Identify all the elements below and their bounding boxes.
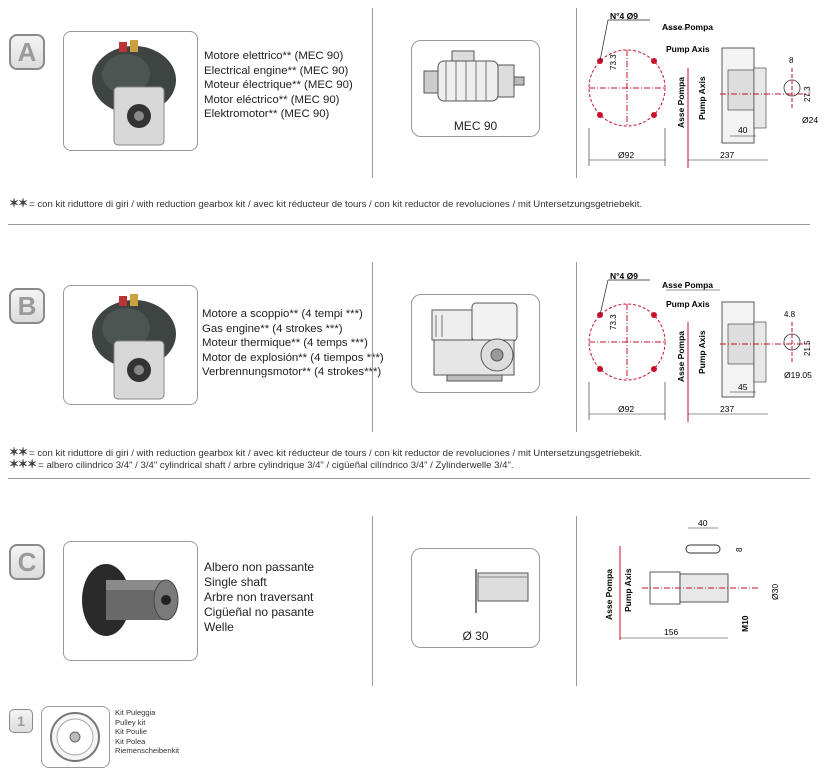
asse-pompa-vertical: Asse Pompa [676, 77, 686, 128]
dim-40: 40 [738, 125, 748, 135]
kit-badge: 1 [9, 709, 33, 733]
section-a-icon-label: MEC 90 [453, 119, 498, 133]
separator [8, 478, 810, 479]
dim-156: 156 [664, 627, 678, 637]
section-c-photo [63, 541, 198, 661]
section-b-photo [63, 285, 198, 405]
desc-line: Motor de explosión** (4 tiempos ***) [202, 351, 384, 364]
desc-line: Motor eléctrico** (MEC 90) [204, 93, 340, 106]
section-c-description: Albero non passante Single shaft Arbre n… [204, 560, 314, 635]
dim-40: 40 [698, 518, 708, 528]
stars-icon: ✶✶✶ [9, 457, 37, 471]
section-a-drawing: N°4 Ø9 73.3 Ø92 Asse Pompa Pump Axis Ass… [588, 11, 818, 168]
shaft-image [82, 564, 179, 636]
gearbox-image [92, 294, 176, 400]
kit-line: Kit Poulie [115, 727, 148, 737]
desc-line: Arbre non traversant [204, 590, 314, 604]
section-c-badge: C [9, 544, 45, 580]
section-a-letter: A [17, 36, 37, 67]
desc-line: Gas engine** (4 strokes ***) [202, 322, 343, 335]
divider [576, 262, 577, 432]
section-b-description: Motore a scoppio** (4 tempi ***) Gas eng… [202, 307, 384, 380]
pump-axis-vertical: Pump Axis [697, 330, 707, 374]
shaft-icon [475, 569, 529, 613]
divider [372, 8, 373, 178]
stars-icon: ✶✶ [9, 445, 28, 459]
divider [576, 8, 577, 178]
desc-line: Moteur électrique** (MEC 90) [204, 79, 353, 91]
gas-engine-icon [431, 302, 518, 382]
section-a-description: Motore elettrico** (MEC 90) Electrical e… [204, 49, 353, 122]
section-b-icon-box [411, 294, 540, 393]
dim-21-5: 21.5 [803, 340, 812, 356]
kit-line: Kit Puleggia [115, 708, 156, 717]
note-b-text: = con kit riduttore di giri / with reduc… [29, 448, 643, 459]
section-c-icon-box: Ø 30 [411, 548, 540, 648]
dim-73: 73.3 [609, 54, 618, 70]
kit-photo [41, 706, 110, 768]
section-b-drawing: N°4 Ø9 73.3 Ø92 Asse Pompa Pump Axis Ass… [588, 271, 812, 422]
divider [372, 262, 373, 432]
desc-line: Electrical engine** (MEC 90) [204, 64, 349, 77]
note-a: ✶✶= con kit riduttore di giri / with red… [9, 196, 642, 210]
asse-pompa-label: Asse Pompa [662, 280, 713, 290]
electric-motor-icon [423, 50, 525, 102]
desc-line: Verbrennungsmotor** (4 strokes***) [202, 366, 382, 378]
dim-24: Ø24 [802, 115, 818, 125]
pump-axis-vertical: Pump Axis [623, 568, 633, 612]
section-c-letter: C [17, 546, 37, 577]
section-c-drawing: 40 8 Asse Pompa Pump Axis Ø30 M10 156 [604, 518, 780, 640]
stars-icon: ✶✶ [9, 196, 28, 210]
section-b-badge: B [9, 288, 45, 324]
kit-line: Pulley kit [115, 717, 146, 727]
holes-label: N°4 Ø9 [610, 11, 638, 21]
pump-axis-label: Pump Axis [666, 299, 710, 309]
dim-4-8: 4.8 [784, 310, 796, 319]
section-b-letter: B [17, 290, 37, 321]
desc-line: Elektromotor** (MEC 90) [204, 108, 330, 120]
dim-30: Ø30 [770, 584, 780, 600]
separator [8, 224, 810, 225]
dim-237: 237 [720, 150, 734, 160]
note-b: ✶✶= con kit riduttore di giri / with red… [9, 445, 642, 459]
dim-m10: M10 [740, 615, 750, 632]
divider [372, 516, 373, 686]
dim-19-05: Ø19.05 [784, 370, 812, 380]
kit-line: Kit Polea [115, 736, 146, 746]
dim-8: 8 [789, 56, 794, 65]
pump-axis-label: Pump Axis [666, 44, 710, 54]
gearbox-image [92, 40, 176, 146]
holes-label: N°4 Ø9 [610, 271, 638, 281]
pulley-image [50, 712, 100, 762]
asse-pompa-vertical: Asse Pompa [676, 331, 686, 382]
kit-number: 1 [17, 713, 25, 729]
desc-line: Motore elettrico** (MEC 90) [204, 50, 344, 62]
dim-92: Ø92 [618, 404, 634, 414]
desc-line: Cigüeñal no pasante [204, 605, 315, 619]
note-a-text: = con kit riduttore di giri / with reduc… [29, 199, 643, 210]
desc-line: Welle [204, 620, 234, 634]
desc-line: Moteur thermique** (4 temps ***) [202, 337, 368, 349]
dim-27: 27.3 [803, 86, 812, 102]
dim-45: 45 [738, 382, 748, 392]
note-b2: ✶✶✶= albero cilindrico 3/4" / 3/4" cylin… [9, 457, 514, 471]
pump-axis-vertical: Pump Axis [697, 76, 707, 120]
section-c-icon-label: Ø 30 [462, 629, 489, 643]
section-a-icon-box: MEC 90 [411, 40, 540, 137]
section-a-badge: A [9, 34, 45, 70]
desc-line: Motore a scoppio** (4 tempi ***) [202, 308, 363, 320]
kit-line: Riemenscheibenkit [115, 746, 180, 756]
asse-pompa-vertical: Asse Pompa [604, 569, 614, 620]
dim-8: 8 [735, 547, 744, 552]
dim-73: 73.3 [609, 314, 618, 330]
dim-237: 237 [720, 404, 734, 414]
note-b2-text: = albero cilindrico 3/4" / 3/4" cylindri… [38, 460, 514, 471]
dim-92: Ø92 [618, 150, 634, 160]
asse-pompa-label: Asse Pompa [662, 22, 713, 32]
kit-description: Kit Puleggia Pulley kit Kit Poulie Kit P… [115, 708, 179, 756]
divider [576, 516, 577, 686]
section-a-photo [63, 31, 198, 151]
desc-line: Albero non passante [204, 560, 315, 574]
desc-line: Single shaft [204, 575, 267, 589]
